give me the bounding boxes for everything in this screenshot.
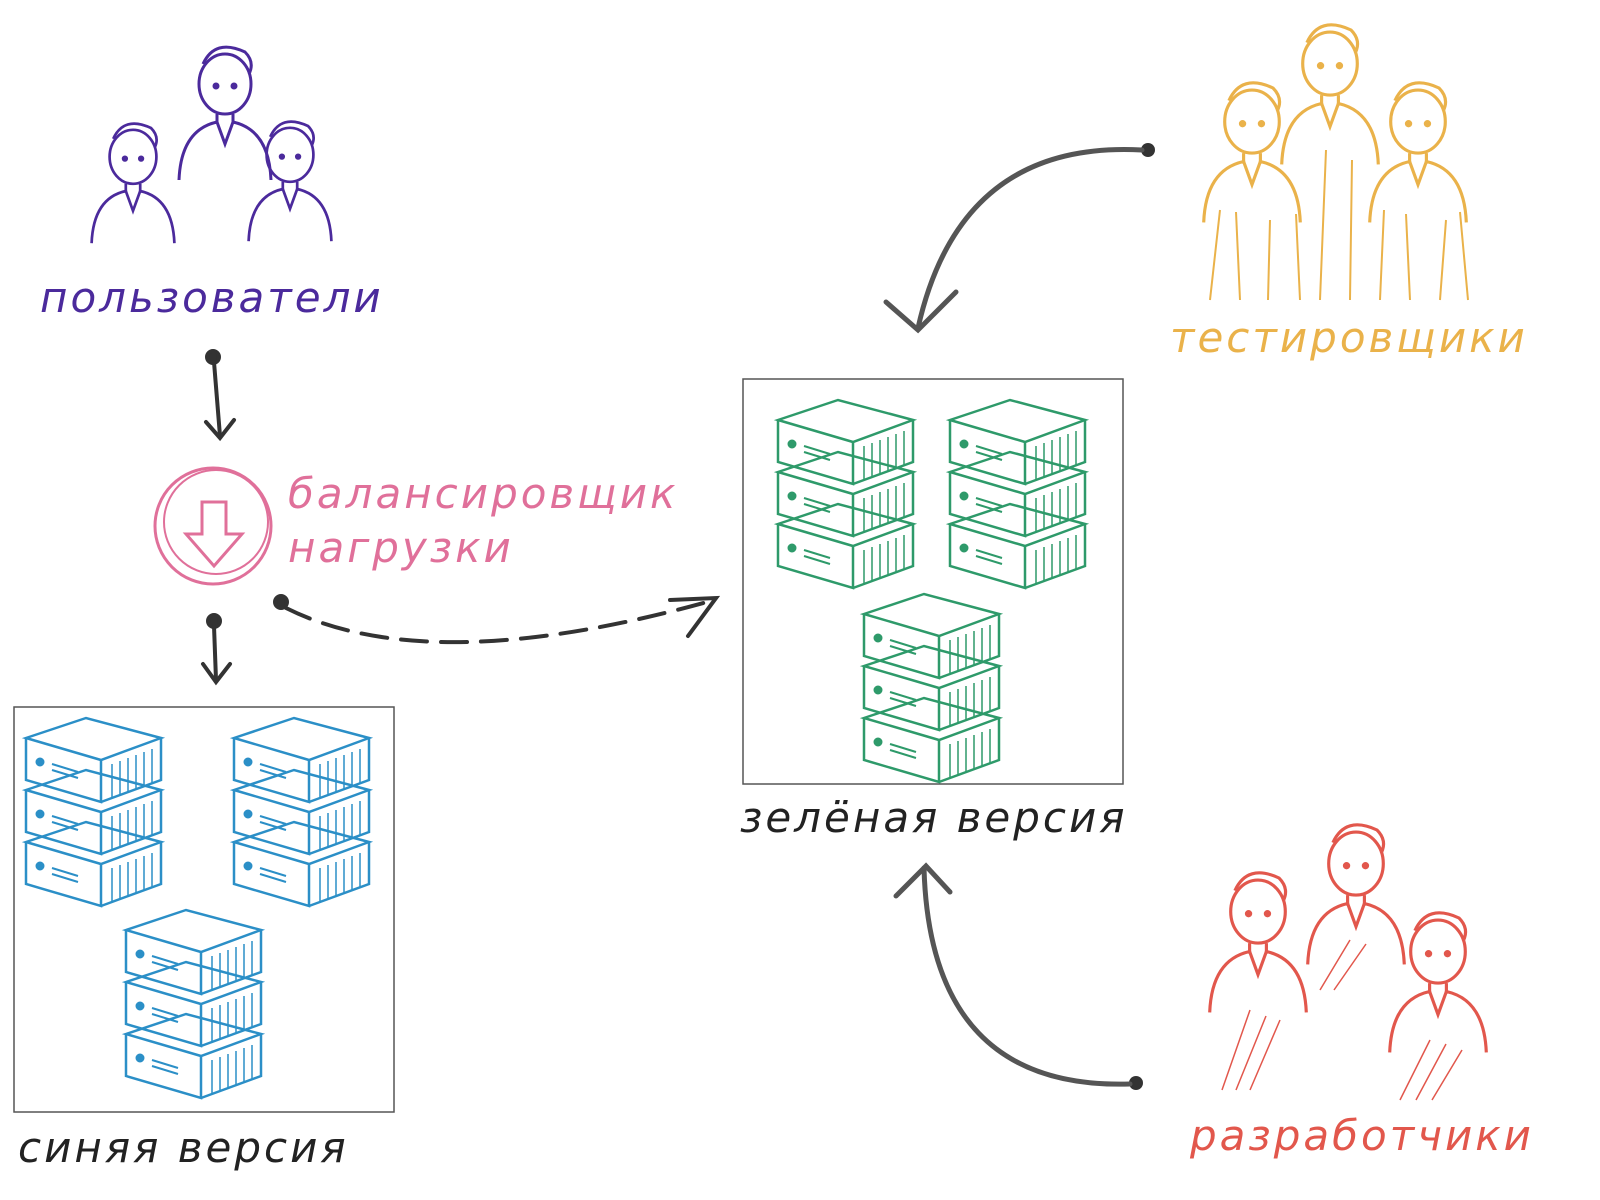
server-rack-icon [776, 398, 1087, 784]
blue-version: синяя версия [13, 706, 395, 1172]
developers-to-green-arrow [893, 862, 1143, 1090]
users-group: пользователи [40, 45, 384, 322]
testers-group: тестировщики [1170, 23, 1528, 362]
green-version-frame [742, 378, 1124, 785]
users-icon [90, 45, 333, 245]
down-arrow-in-circle-icon [153, 466, 273, 586]
users-label: пользователи [40, 273, 384, 322]
developers-label: разработчики [1189, 1111, 1534, 1160]
developers-group: разработчики [1189, 823, 1534, 1160]
users-to-balancer-arrow [204, 349, 236, 442]
blue-version-label: синяя версия [18, 1123, 349, 1172]
testers-icon [1202, 23, 1469, 301]
load-balancer: балансировщик нагрузки [153, 466, 678, 586]
balancer-label-line1: балансировщик [288, 469, 678, 518]
balancer-to-blue-arrow [201, 613, 232, 686]
developers-icon [1208, 823, 1488, 1101]
green-version-label: зелёная версия [740, 793, 1128, 842]
blue-version-frame [13, 706, 395, 1113]
server-rack-icon [24, 716, 371, 1100]
testers-label: тестировщики [1170, 313, 1528, 362]
testers-to-green-arrow [883, 143, 1155, 334]
balancer-label-line2: нагрузки [288, 523, 514, 572]
balancer-to-green-dashed-arrow [273, 594, 721, 645]
green-version: зелёная версия [740, 378, 1128, 842]
